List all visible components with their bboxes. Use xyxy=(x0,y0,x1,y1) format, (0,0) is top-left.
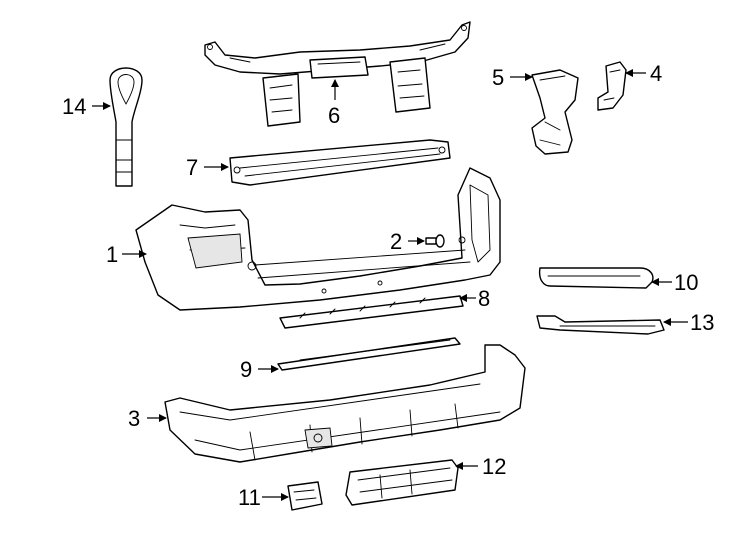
callout-3: 3 xyxy=(128,406,140,431)
part-5-bracket xyxy=(531,69,579,155)
part-2-screw xyxy=(425,234,445,248)
part-10-reflector xyxy=(538,267,654,289)
part-6-mounting-bracket xyxy=(204,21,471,127)
callout-1: 1 xyxy=(106,242,118,267)
part-14-tow-hook xyxy=(109,67,143,187)
part-12-lower-trim xyxy=(345,459,459,506)
callout-8: 8 xyxy=(478,286,490,311)
callout-labels: 1 2 3 4 5 6 7 8 9 10 11 12 13 14 xyxy=(62,61,714,510)
part-4-bracket xyxy=(597,61,627,111)
part-11-clip-bracket xyxy=(287,481,323,511)
callout-10: 10 xyxy=(674,270,698,295)
callout-4: 4 xyxy=(650,61,662,86)
leader-lines xyxy=(92,69,688,501)
callout-12: 12 xyxy=(482,454,506,479)
callout-7: 7 xyxy=(186,155,198,180)
callout-5: 5 xyxy=(492,65,504,90)
callout-6: 6 xyxy=(328,103,340,128)
part-3-lower-fascia xyxy=(164,344,526,463)
part-1-bumper-cover xyxy=(135,167,501,311)
callout-9: 9 xyxy=(240,357,252,382)
part-13-trim-strip xyxy=(536,315,665,335)
callout-13: 13 xyxy=(690,310,714,335)
part-8-reinforcement xyxy=(279,295,464,329)
part-7-impact-bar xyxy=(229,139,451,186)
part-9-molding xyxy=(277,337,461,371)
callout-11: 11 xyxy=(238,485,261,510)
callout-2: 2 xyxy=(390,229,402,254)
callout-14: 14 xyxy=(62,94,86,119)
